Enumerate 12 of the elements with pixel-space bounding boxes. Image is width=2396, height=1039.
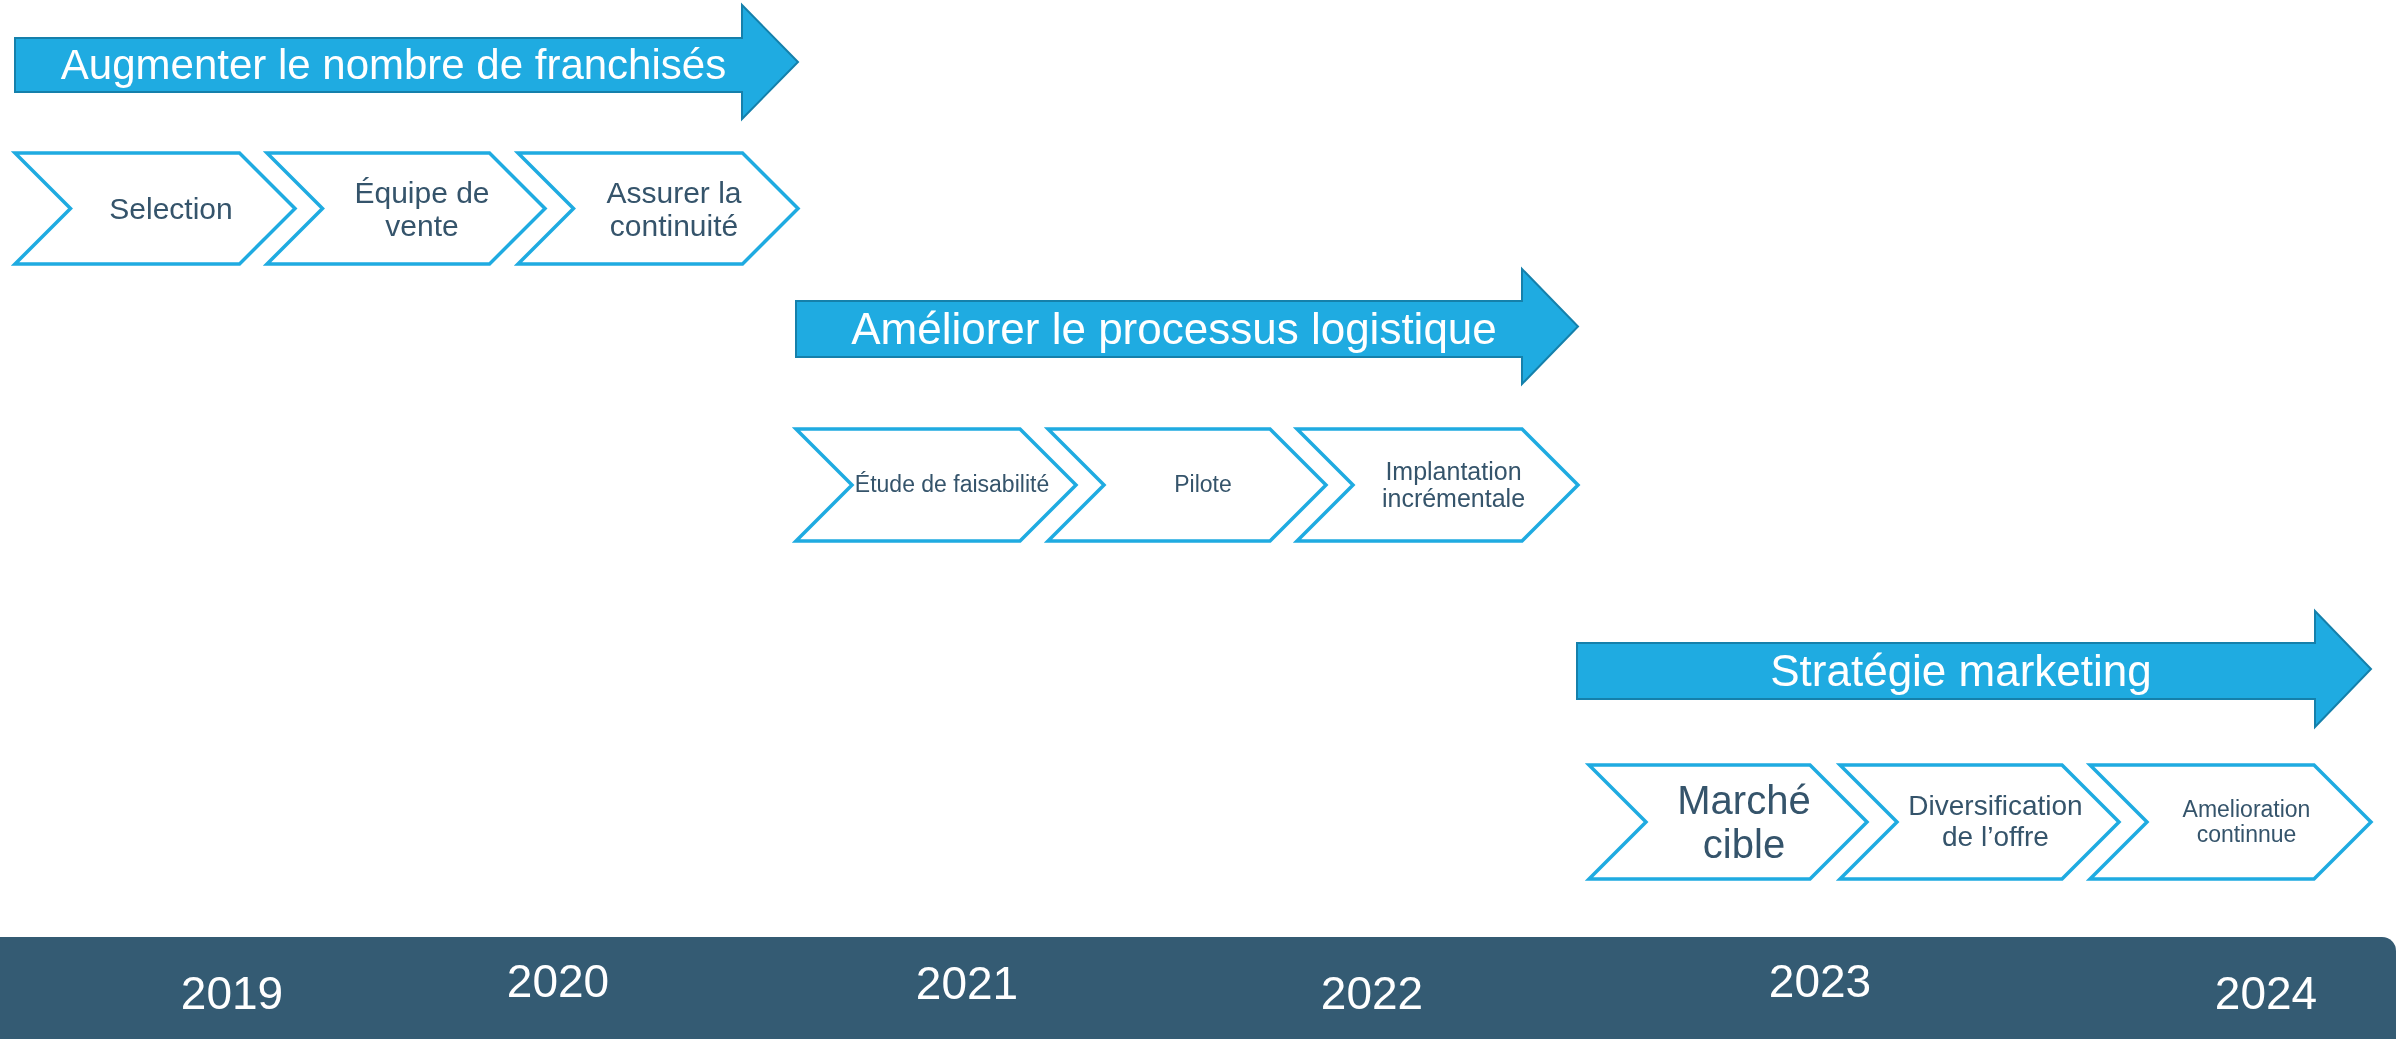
arrow-banner: [15, 5, 798, 119]
arrow-banner: [1577, 611, 2371, 727]
banner-title: Améliorer le processus logistique: [850, 302, 1498, 355]
year-label: 2023: [1768, 954, 1872, 1008]
year-label: 2022: [1320, 966, 1424, 1020]
banner-title: Stratégie marketing: [1769, 644, 2153, 697]
year-label: 2021: [915, 956, 1019, 1010]
year-label: 2024: [2214, 966, 2318, 1020]
banner-title: Augmenter le nombre de franchisés: [59, 39, 728, 90]
year-label: 2019: [180, 966, 284, 1020]
year-label: 2020: [506, 954, 610, 1008]
arrow-banner: [796, 269, 1578, 384]
